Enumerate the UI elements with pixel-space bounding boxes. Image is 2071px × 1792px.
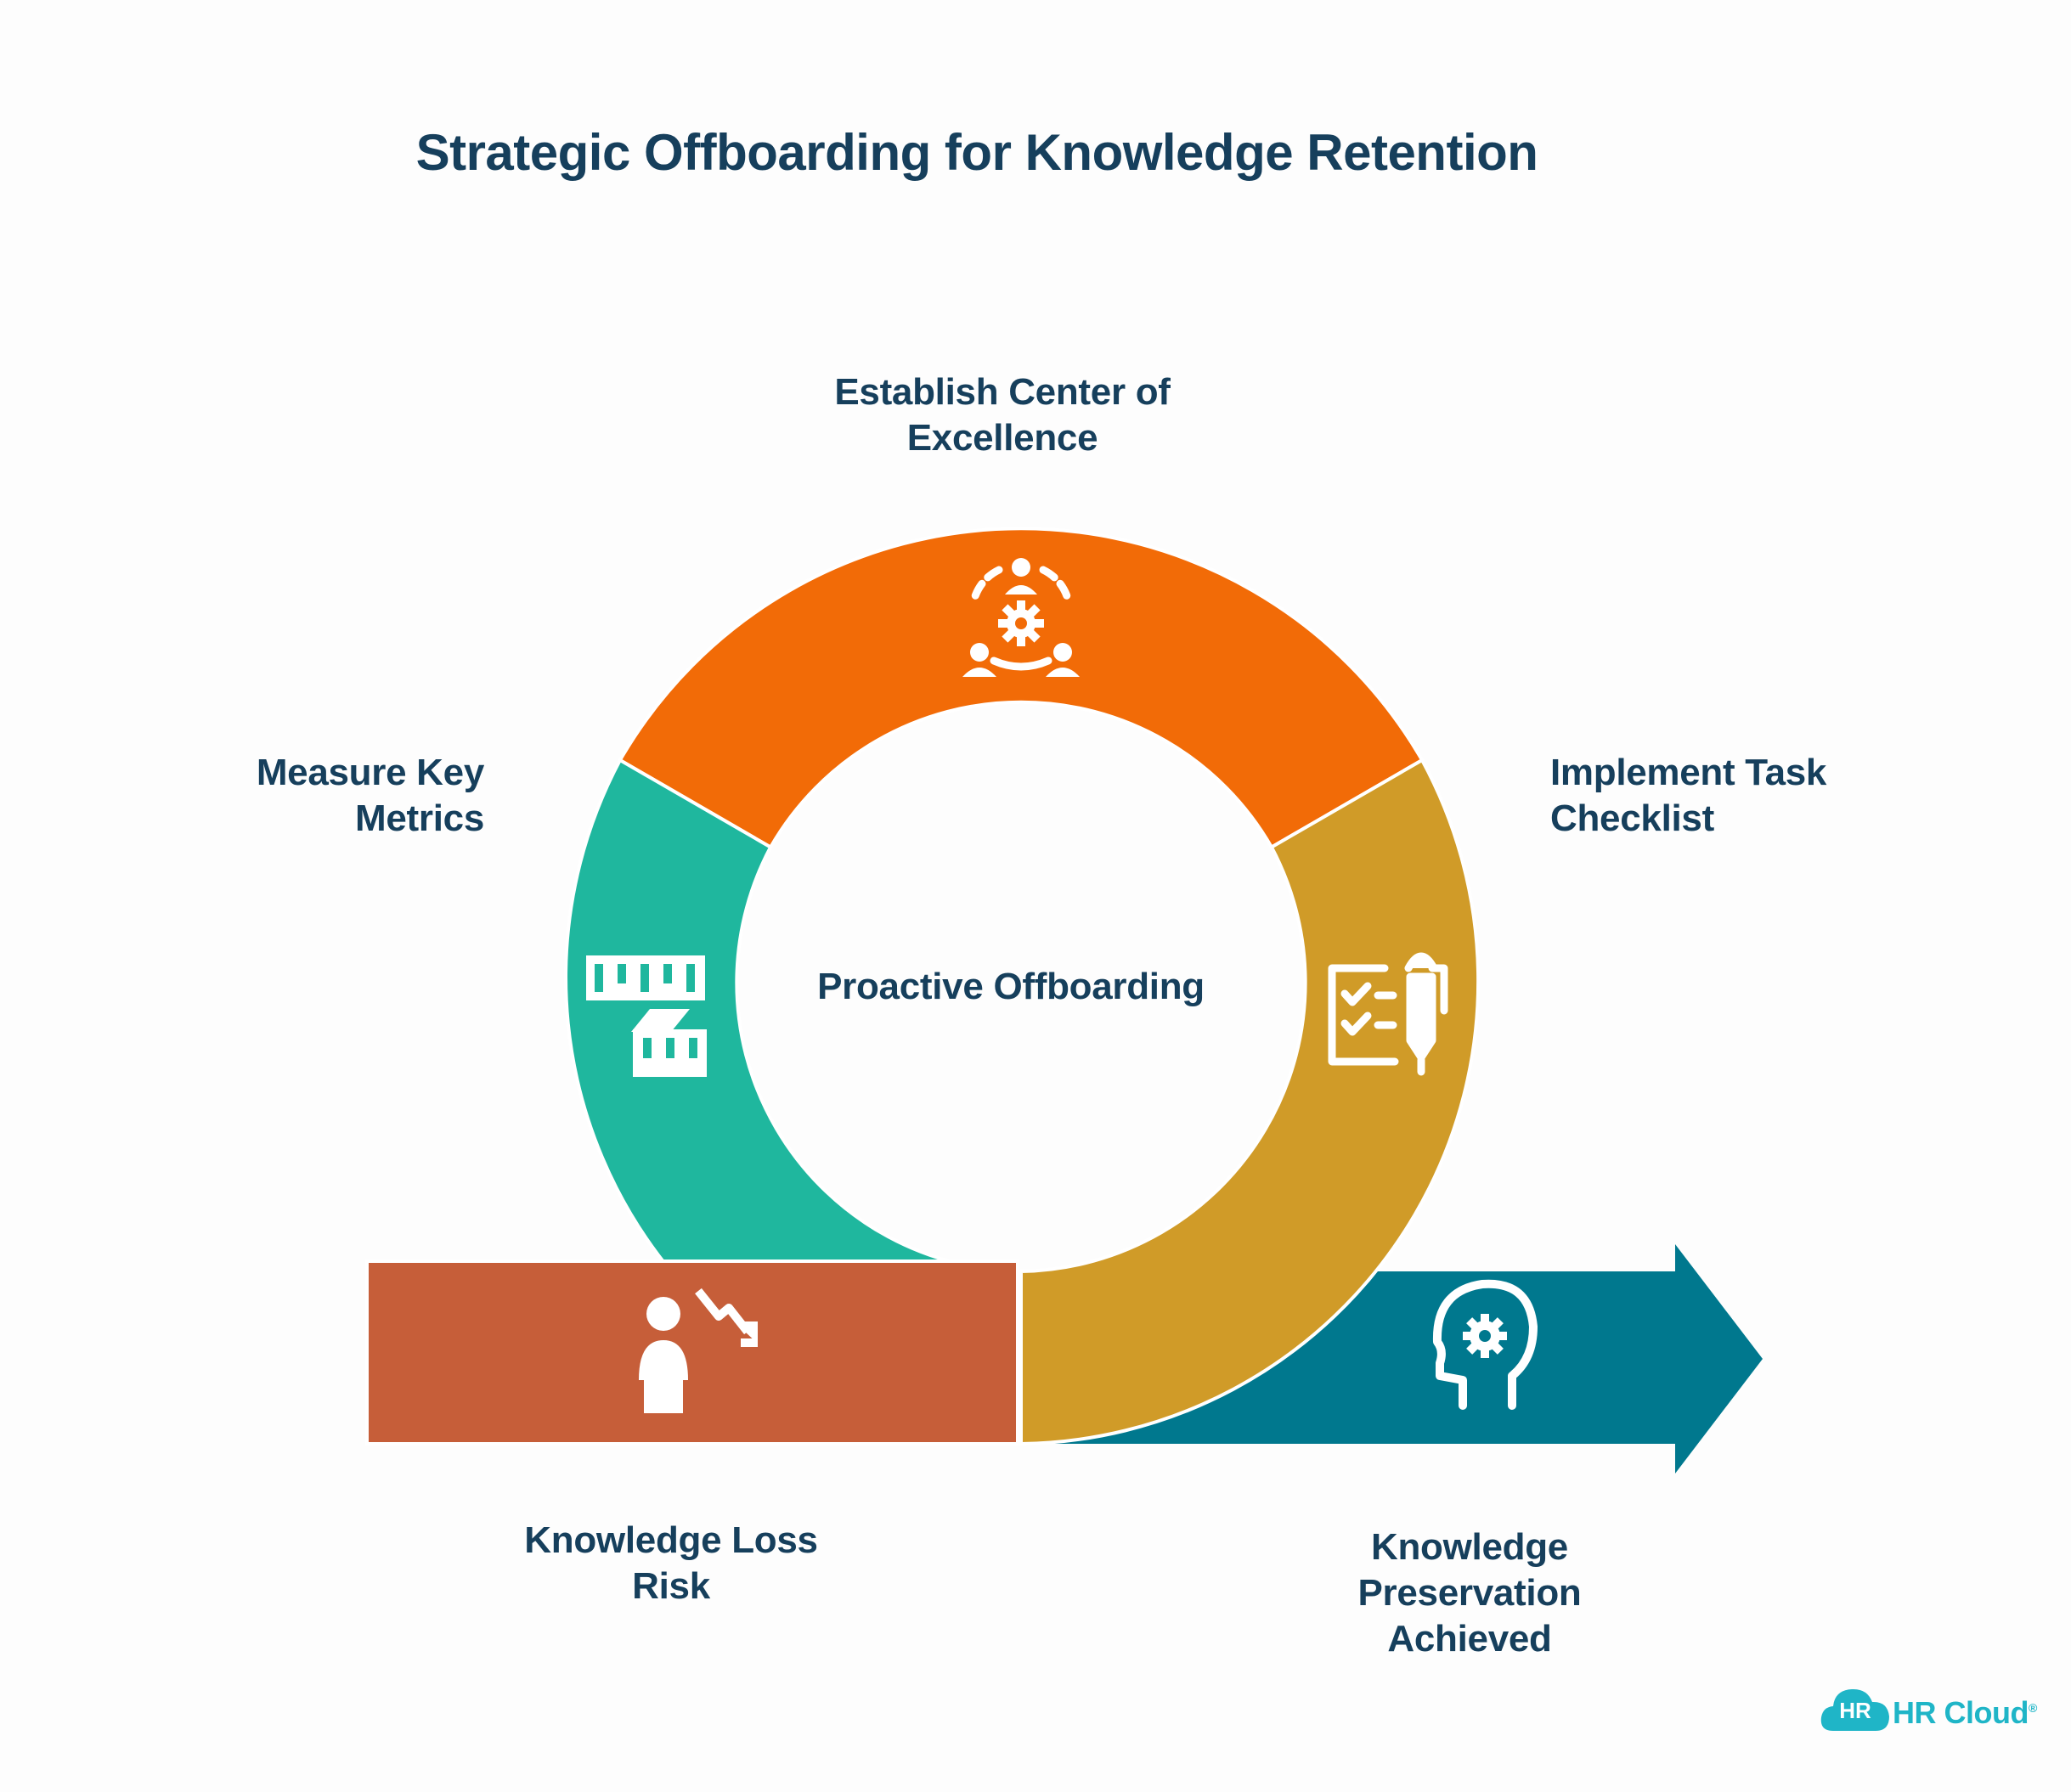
label-line: Knowledge Loss bbox=[524, 1519, 818, 1561]
knowledge-loss-bar bbox=[365, 1259, 1019, 1445]
label-line: Excellence bbox=[906, 417, 1098, 459]
label-line: Achieved bbox=[1387, 1618, 1552, 1660]
center-label: Proactive Offboarding bbox=[817, 966, 1205, 1007]
label-line: Checklist bbox=[1550, 797, 1714, 839]
logo-badge-text: HR bbox=[1839, 1698, 1871, 1723]
label-line: Knowledge bbox=[1371, 1526, 1568, 1568]
cloud-icon bbox=[1820, 1688, 1889, 1731]
label-center-of-excellence: Establish Center of Excellence bbox=[731, 369, 1274, 461]
hr-cloud-logo: HR HR Cloud® bbox=[1818, 1683, 2037, 1738]
diagram-title: Strategic Offboarding for Knowledge Rete… bbox=[415, 124, 1538, 181]
segment-key-metrics bbox=[564, 758, 1020, 1273]
logo-wordmark: HR Cloud® bbox=[1893, 1695, 2037, 1731]
checklist-pen-icon bbox=[1328, 952, 1448, 1076]
head-gear-icon bbox=[1432, 1279, 1538, 1410]
label-task-checklist: Implement Task Checklist bbox=[1550, 750, 1933, 842]
label-line: Metrics bbox=[355, 797, 484, 839]
label-line: Risk bbox=[632, 1565, 710, 1607]
label-knowledge-loss-risk: Knowledge Loss Risk bbox=[476, 1518, 866, 1609]
label-line: Measure Key bbox=[256, 752, 484, 793]
label-line: Establish Center of bbox=[834, 371, 1171, 413]
segment-task-checklist bbox=[1019, 758, 1481, 1446]
label-knowledge-preservation: Knowledge Preservation Achieved bbox=[1257, 1524, 1682, 1662]
label-line: Preservation bbox=[1357, 1572, 1582, 1614]
person-decline-icon bbox=[639, 1288, 758, 1413]
measuring-ruler-icon bbox=[586, 955, 707, 1077]
registered-mark: ® bbox=[2028, 1701, 2037, 1715]
team-gear-icon bbox=[962, 558, 1080, 677]
label-key-metrics: Measure Key Metrics bbox=[144, 750, 484, 842]
segment-center-of-excellence bbox=[618, 527, 1425, 850]
label-line: Implement Task bbox=[1550, 752, 1827, 793]
logo-text: HR Cloud bbox=[1893, 1695, 2029, 1730]
